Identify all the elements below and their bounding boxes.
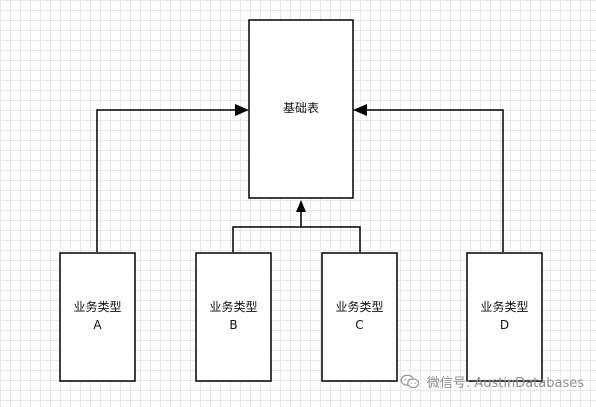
watermark-text: 微信号: AustinDatabases — [426, 376, 584, 391]
business-type-b-box[interactable]: 业务类型 B — [195, 252, 272, 382]
business-type-c-label-line1: 业务类型 — [335, 299, 383, 314]
business-type-a-box[interactable]: 业务类型 A — [59, 252, 136, 382]
arrowhead-b-c — [296, 200, 306, 212]
watermark: 微信号: AustinDatabases — [399, 372, 584, 391]
edge-d-path — [362, 109, 504, 252]
business-type-c-rect[interactable] — [321, 252, 398, 382]
business-type-d-box[interactable]: 业务类型 D — [466, 252, 543, 382]
base-table-label: 基础表 — [283, 101, 319, 115]
edge-b-c-path — [232, 212, 361, 252]
business-type-c-label-line2: C — [355, 318, 363, 332]
edge-b-c-to-base — [232, 200, 361, 252]
edge-d-to-base — [353, 104, 504, 252]
wechat-icon — [400, 374, 420, 388]
arrowhead-d — [353, 104, 367, 116]
business-type-a-label-line2: A — [93, 318, 102, 332]
business-type-a-rect[interactable] — [59, 252, 136, 382]
business-type-a-label-line1: 业务类型 — [73, 299, 121, 314]
edge-a-to-base — [96, 104, 249, 252]
business-type-b-label-line1: 业务类型 — [209, 299, 257, 314]
business-type-c-box[interactable]: 业务类型 C — [321, 252, 398, 382]
business-type-b-label-line2: B — [229, 318, 237, 332]
business-type-d-label-line2: D — [500, 318, 509, 332]
edge-a-path — [96, 109, 240, 252]
base-table-rect[interactable] — [248, 19, 354, 199]
business-type-b-rect[interactable] — [195, 252, 272, 382]
arrowhead-a — [235, 104, 249, 116]
business-type-d-label-line1: 业务类型 — [480, 299, 528, 314]
base-table-box[interactable]: 基础表 — [248, 19, 354, 199]
business-type-d-rect[interactable] — [466, 252, 543, 382]
